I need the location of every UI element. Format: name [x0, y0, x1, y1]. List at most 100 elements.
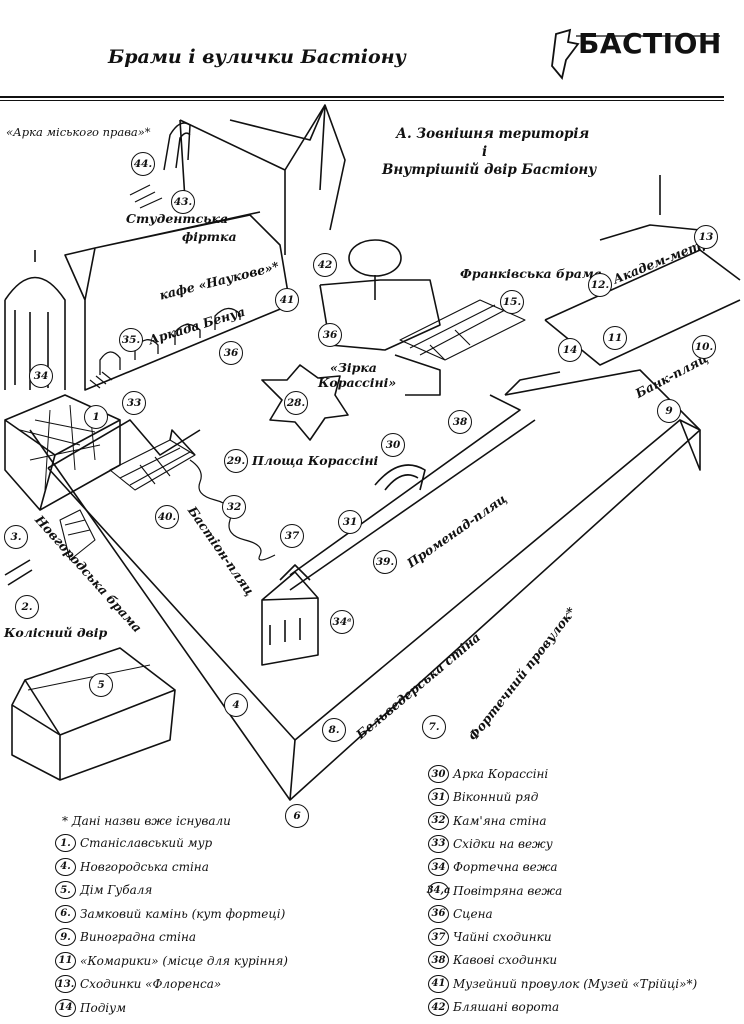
label-kolisnyi-dvir: Колісний двір	[4, 625, 108, 640]
marker-44: 44.	[131, 152, 155, 176]
legend-text: Чайні сходинки	[453, 930, 552, 945]
label-star-1: «Зірка	[330, 360, 377, 375]
marker-42: 42	[313, 253, 337, 277]
glass-panels	[109, 439, 196, 491]
header-divider	[0, 96, 724, 98]
label-student-gate-2: фіртка	[182, 229, 237, 244]
wall-bottom	[289, 739, 296, 801]
section-heading-line3: Внутрішній двір Бастіону	[382, 162, 597, 178]
legend-number-badge: 42	[428, 998, 449, 1016]
legend-right-item: 32 Кам'яна стіна	[428, 811, 547, 830]
marker-35: 35.	[119, 328, 143, 352]
legend-right-item: 33 Східки на вежу	[428, 834, 553, 853]
marker-15: 15.	[500, 290, 524, 314]
legend-text: Подіум	[80, 1000, 127, 1015]
legend-text: Бляшані ворота	[453, 1000, 560, 1014]
marker-31: 31	[338, 510, 362, 534]
rotunda	[4, 276, 66, 390]
inner-court-wall-top	[289, 419, 536, 591]
label-frankivska-gate: Франківська брама	[460, 266, 602, 281]
legend-left-item: 5.Дім Губаля	[55, 881, 152, 899]
legend-left-item: 11 «Комарики» (місце для куріння)	[55, 951, 288, 970]
section-heading-line2: і	[482, 144, 488, 160]
stone-wall	[189, 459, 276, 561]
wall-top-right	[504, 371, 561, 396]
marker-12: 12.	[588, 273, 612, 297]
legend-number-badge: 11	[55, 951, 76, 970]
logo-text: БАСТІОН	[578, 27, 722, 60]
legend-number-badge: 4.	[55, 857, 76, 876]
marker-40: 40.	[155, 505, 179, 529]
header-divider-thin	[0, 100, 724, 101]
marker-4: 4	[224, 693, 248, 717]
legend-left-item: 6. Замковий камінь (кут фортеці)	[55, 904, 286, 923]
novhorod-window	[59, 509, 96, 561]
label-corassini-square: Площа Корассіні	[252, 453, 379, 468]
legend-right-item: 34 Фортечна вежа	[428, 858, 558, 877]
marker-10: 10.	[692, 335, 716, 359]
hubal-house	[11, 647, 176, 781]
bastion-logo	[551, 28, 720, 80]
legend-text: Музейний провулок (Музей «Трійці»*)	[453, 976, 698, 991]
label-city-arch: «Арка міського права»*	[6, 125, 151, 139]
legend-right-item: 37 Чайні сходинки	[428, 928, 552, 947]
legend-right-item: 31 Віконний ряд	[428, 788, 539, 807]
legend-text: Східки на вежу	[453, 836, 553, 851]
legend-text: Віконний ряд	[453, 790, 539, 805]
arcade-building	[64, 211, 291, 391]
legend-text: Кавові сходинки	[453, 953, 558, 968]
legend-left-item: 4.Новгородська стіна	[55, 857, 209, 876]
legend-number-badge: 6.	[55, 904, 76, 923]
legend-text: Дім Губаля	[80, 883, 153, 897]
legend-number-badge: 34,a	[427, 881, 450, 900]
marker-13: 13	[694, 225, 718, 249]
legend-number-badge: 41	[428, 974, 449, 993]
legend-number-badge: 32	[428, 811, 449, 830]
legend-right-item: 41 Музейний провулок (Музей «Трійці»*)	[428, 974, 698, 993]
legend-text: Станіславський мур	[80, 836, 213, 850]
legend-text: «Комарики» (місце для куріння)	[80, 953, 288, 968]
marker-30: 30	[381, 433, 405, 457]
page-title: Брами і вулички Бастіону	[108, 46, 406, 68]
legend-number-badge: 37	[428, 928, 449, 947]
legend-right-item: 36 Сцена	[428, 904, 493, 923]
legend-number-badge: 31	[428, 788, 449, 807]
legend-number-badge: 34	[428, 858, 449, 877]
marker-34a: 34ᵃ	[330, 610, 354, 634]
marker-38: 38	[448, 410, 472, 434]
legend-text: Кам'яна стіна	[453, 813, 547, 828]
marker-28: 28.	[284, 391, 308, 415]
legend-text: Фортечна вежа	[453, 860, 558, 875]
legend-number-badge: 38	[428, 951, 449, 970]
marker-36: 36	[219, 341, 243, 365]
legend-text: Арка Корассіні	[453, 767, 549, 781]
marker-39: 39.	[373, 550, 397, 574]
legend-text: Сцена	[453, 906, 493, 921]
marker-3: 3.	[4, 525, 28, 549]
corassini-star	[261, 364, 349, 441]
marker-7: 7.	[422, 715, 446, 739]
tall-building	[179, 104, 346, 255]
marker-33: 33	[122, 391, 146, 415]
marker-6: 6	[285, 804, 309, 828]
legend-number-badge: 36	[428, 904, 449, 923]
legend-text: Замковий камінь (кут фортеці)	[80, 906, 286, 921]
marker-29: 29.	[224, 449, 248, 473]
legend-left-item: 13.Сходинки «Флоренса»	[55, 975, 221, 993]
legend-text: Повітряна вежа	[453, 883, 563, 898]
marker-34-rotunda: 34	[29, 364, 53, 388]
legend-left-item: 1.Станіславський мур	[55, 834, 212, 852]
label-star-2: Корассіні»	[318, 375, 397, 390]
legend-right-item: 42 Бляшані ворота	[428, 998, 559, 1016]
frankivska-gate	[399, 299, 526, 361]
marker-1: 1	[84, 405, 108, 429]
marker-9: 9	[657, 399, 681, 423]
marker-36-stage: 36	[318, 323, 342, 347]
legend-number-badge: 33	[428, 834, 449, 853]
marker-5: 5	[89, 673, 113, 697]
marker-2: 2.	[15, 595, 39, 619]
legend-number-badge: 13.	[55, 975, 76, 993]
